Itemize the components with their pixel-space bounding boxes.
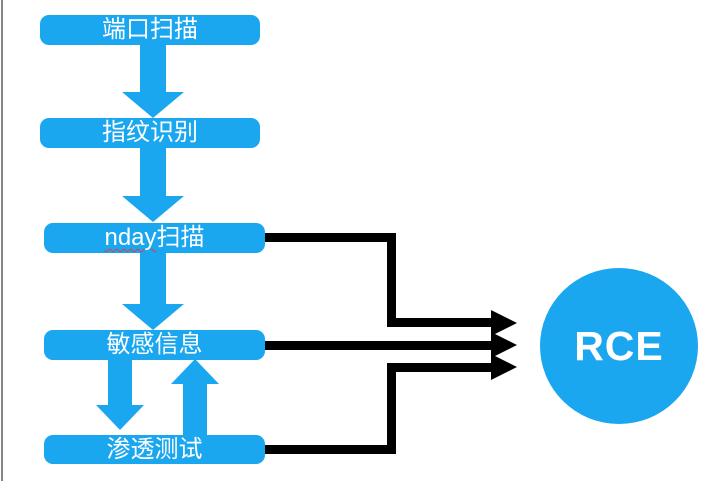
up-arrow-icon (183, 384, 207, 436)
flow-box-label: 敏感信息 (106, 331, 203, 358)
right-arrowhead-icon (491, 310, 517, 336)
flow-box-label: 渗透测试 (106, 435, 203, 463)
connector-pentest-to-rce-end-segment (387, 363, 493, 372)
flow-box-label-spellchecked: nday (104, 224, 157, 251)
right-arrowhead-icon (491, 354, 517, 380)
flow-box-label: 指纹识别 (102, 119, 198, 146)
connector-nday-to-rce-end-segment (387, 318, 493, 327)
connector-sensitive-info-to-rce-segment (263, 341, 493, 350)
connector-nday-to-rce-top-segment (262, 233, 396, 242)
down-arrow-icon (108, 359, 132, 406)
down-arrowhead-icon (122, 304, 184, 330)
down-arrowhead-icon (96, 405, 144, 430)
connector-nday-to-rce-vertical-segment (387, 233, 396, 327)
flow-box-fingerprint: 指纹识别 (40, 118, 260, 148)
flow-box-label: 扫描 (156, 224, 205, 251)
rce-node: RCE (540, 268, 698, 424)
connector-pentest-to-rce-bottom-segment (260, 445, 396, 454)
connector-pentest-to-rce-vertical-segment (387, 363, 396, 454)
right-arrowhead-icon (491, 332, 517, 358)
flow-box-label: 端口扫描 (102, 16, 198, 43)
page-edge-line (1, 0, 3, 481)
flow-box-sensitive-info: 敏感信息 (44, 330, 265, 360)
down-arrow-icon (140, 147, 166, 197)
down-arrow-icon (140, 44, 166, 94)
flow-box-port-scan: 端口扫描 (40, 15, 260, 45)
rce-label: RCE (574, 322, 664, 369)
down-arrowhead-icon (122, 92, 184, 118)
down-arrow-icon (140, 252, 166, 305)
flow-box-pentest: 渗透测试 (44, 435, 265, 464)
down-arrowhead-icon (122, 196, 184, 222)
up-arrowhead-icon (171, 359, 219, 384)
